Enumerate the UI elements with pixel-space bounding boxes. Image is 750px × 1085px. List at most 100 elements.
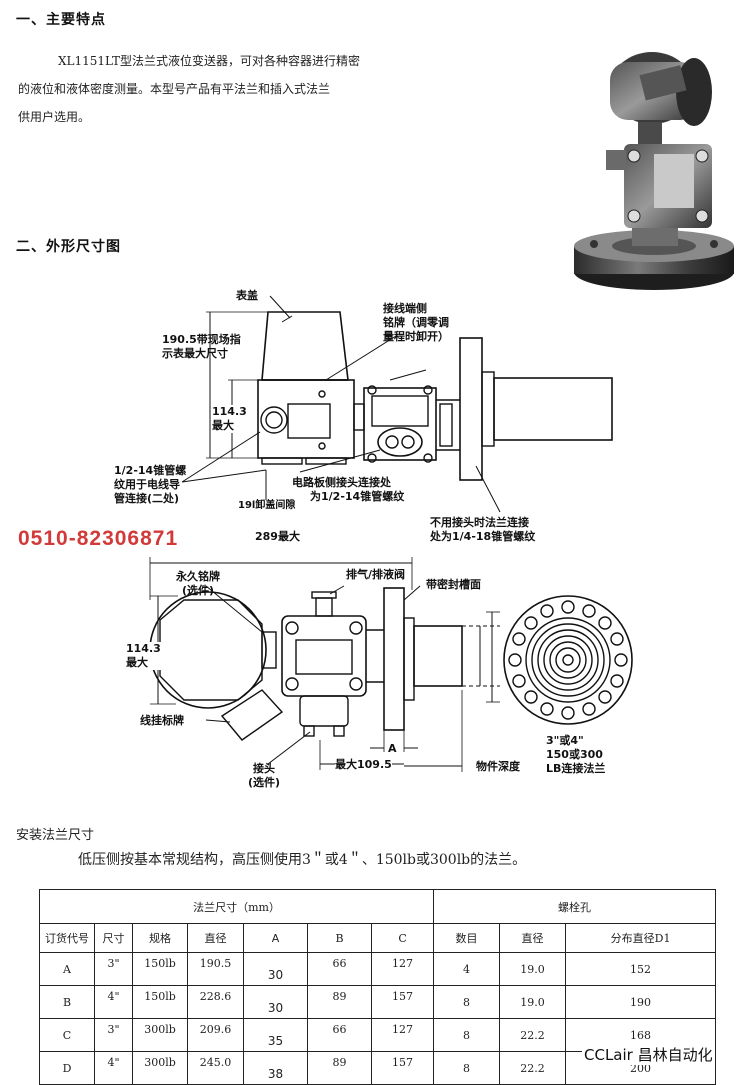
label-190-dimension: 190.5带现场指 示表最大尺寸 [162, 333, 241, 361]
table-cell: 19.0 [499, 985, 567, 1019]
label-dim-a: A [388, 742, 397, 755]
label-flange-line-3: LB连接法兰 [546, 762, 606, 775]
table-header: 订货代号 [39, 923, 95, 953]
label-sealing-face: 带密封槽面 [426, 578, 481, 591]
table-cell: 22.2 [499, 1051, 567, 1085]
table-cell: 35 [243, 1018, 308, 1052]
table-cell: 8 [433, 1018, 501, 1052]
label-terminal-line-1: 接线端侧 [383, 302, 427, 315]
table-header: B [307, 923, 372, 953]
label-conduit-thread: 1/2-14锥管螺 纹用于电线导 管连接(二处) [114, 464, 186, 506]
label-flange-line-2: 150或300 [546, 748, 603, 761]
table-cell: 150lb [132, 952, 188, 986]
label-nameplate-line-2: (选件) [181, 584, 215, 597]
label-joint-line-2: (选件) [248, 776, 281, 789]
intro-paragraph: XL1151LT型法兰式液位变送器，可对各种容器进行精密 的液位和液体密度测量。… [18, 47, 418, 131]
label-flange-conn-line-2: 处为1/4-18锥管螺纹 [430, 530, 536, 543]
table-header: 规格 [132, 923, 188, 953]
label-cable-tag: 线挂标牌 [140, 714, 184, 727]
label-289-max: 289最大 [255, 530, 300, 543]
table-row: A 3" 150lb 190.5 30 66 127 4 19.0 152 [39, 952, 717, 986]
table-cell: 127 [370, 1018, 435, 1052]
dimension-drawing-side [181, 295, 613, 513]
label-circuit-line-2: 为1/2-14锥管螺纹 [310, 490, 405, 503]
label-114-dimension-bottom: 114.3 最大 [126, 642, 161, 670]
label-114-dimension-top: 114.3 最大 [212, 405, 247, 433]
label-114-line-2: 最大 [212, 419, 234, 432]
label-flange-connection: 不用接头时法兰连接 处为1/4-18锥管螺纹 [430, 516, 535, 544]
label-190-line-2: 示表最大尺寸 [162, 347, 228, 360]
table-cell: 38 [243, 1051, 308, 1085]
label-circuit-line-1: 电路板侧接头连接处 [292, 476, 391, 489]
label-permanent-nameplate: 永久铭牌 (选件) [176, 570, 220, 598]
table-cell: 30 [243, 985, 308, 1019]
label-joint-line-1: 接头 [253, 762, 276, 775]
table-group-bolt: 螺栓孔 [433, 889, 717, 924]
label-cover-clearance: 19l卸盖间隙 [238, 500, 296, 511]
intro-line-2: 的液位和液体密度测量。本型号产品有平法兰和插入式法兰 [18, 82, 331, 96]
label-terminal-line-2: 铭牌（调零调 [383, 316, 449, 329]
table-cell: A [39, 952, 95, 986]
install-flange-note: 低压侧按基本常规结构，高压侧使用3＂或4＂、150lb或300lb的法兰。 [78, 852, 527, 868]
table-cell: 127 [370, 952, 435, 986]
table-cell: 209.6 [187, 1018, 244, 1052]
table-header: A [243, 923, 308, 953]
label-114-line-1: 114.3 [212, 405, 247, 418]
label-circuit-side: 电路板侧接头连接处 为1/2-14锥管螺纹 [292, 476, 404, 504]
label-114b-line-1: 114.3 [126, 642, 161, 655]
table-header: 直径 [187, 923, 244, 953]
table-cell: 19.0 [499, 952, 567, 986]
table-cell: 150lb [132, 985, 188, 1019]
table-cell: 190 [565, 985, 717, 1019]
table-cell: 157 [370, 1051, 435, 1085]
watermark-logo: CCLair 昌林自动化 [582, 1044, 715, 1065]
intro-line-1: XL1151LT型法兰式液位变送器，可对各种容器进行精密 [58, 54, 361, 68]
table-header: 直径 [499, 923, 567, 953]
table-cell: 89 [307, 985, 372, 1019]
dimension-drawing-front [149, 557, 633, 772]
label-connection-flange: 3"或4" 150或300 LB连接法兰 [546, 734, 605, 776]
table-header: 数目 [433, 923, 501, 953]
table-cell: 300lb [132, 1018, 188, 1052]
label-190-line-1: 190.5带现场指 [162, 333, 241, 346]
label-conduit-line-2: 纹用于电线导 [114, 478, 180, 491]
label-conduit-line-3: 管连接(二处) [114, 492, 180, 505]
table-cell: 157 [370, 985, 435, 1019]
table-cell: 8 [433, 1051, 501, 1085]
section1-title: 一、主要特点 [16, 12, 106, 28]
label-flange-conn-line-1: 不用接头时法兰连接 [430, 516, 529, 529]
table-cell: 22.2 [499, 1018, 567, 1052]
table-cell: 3" [94, 952, 133, 986]
table-cell: D [39, 1051, 95, 1085]
table-cell: 300lb [132, 1051, 188, 1085]
table-cell: 190.5 [187, 952, 244, 986]
label-terminal-side: 接线端侧 铭牌（调零调 量程时卸开） [383, 302, 449, 344]
install-flange-title: 安装法兰尺寸 [16, 828, 95, 843]
table-cell: 4" [94, 985, 133, 1019]
phone-number: 0510-82306871 [18, 527, 179, 550]
table-cell: 66 [307, 1018, 372, 1052]
flange-dimension-table: 法兰尺寸（mm） 螺栓孔 订货代号 尺寸 规格 直径 A B C 数目 直径 分… [38, 889, 717, 1085]
table-cell: 89 [307, 1051, 372, 1085]
table-group-header-row: 法兰尺寸（mm） 螺栓孔 [38, 889, 717, 924]
label-conduit-line-1: 1/2-14锥管螺 [114, 464, 187, 477]
table-group-flange: 法兰尺寸（mm） [38, 889, 435, 924]
table-header: 分布直径D1 [565, 923, 717, 953]
label-object-depth: 物件深度 [476, 760, 520, 773]
table-cell: 3" [94, 1018, 133, 1052]
table-cell: 228.6 [187, 985, 244, 1019]
label-nameplate-line-1: 永久铭牌 [176, 570, 220, 583]
label-flange-line-1: 3"或4" [546, 734, 584, 747]
table-header: C [370, 923, 435, 953]
intro-line-3: 供用户选用。 [18, 110, 91, 124]
table-cell: 4" [94, 1051, 133, 1085]
table-cell: 66 [307, 952, 372, 986]
label-cover: 表盖 [236, 289, 258, 302]
table-cell: 4 [433, 952, 501, 986]
table-cell: 30 [243, 952, 308, 986]
section2-title: 二、外形尺寸图 [16, 239, 121, 255]
table-cell: 152 [565, 952, 717, 986]
label-joint-optional: 接头 (选件) [248, 762, 280, 790]
table-cell: C [39, 1018, 95, 1052]
table-cell: 8 [433, 985, 501, 1019]
